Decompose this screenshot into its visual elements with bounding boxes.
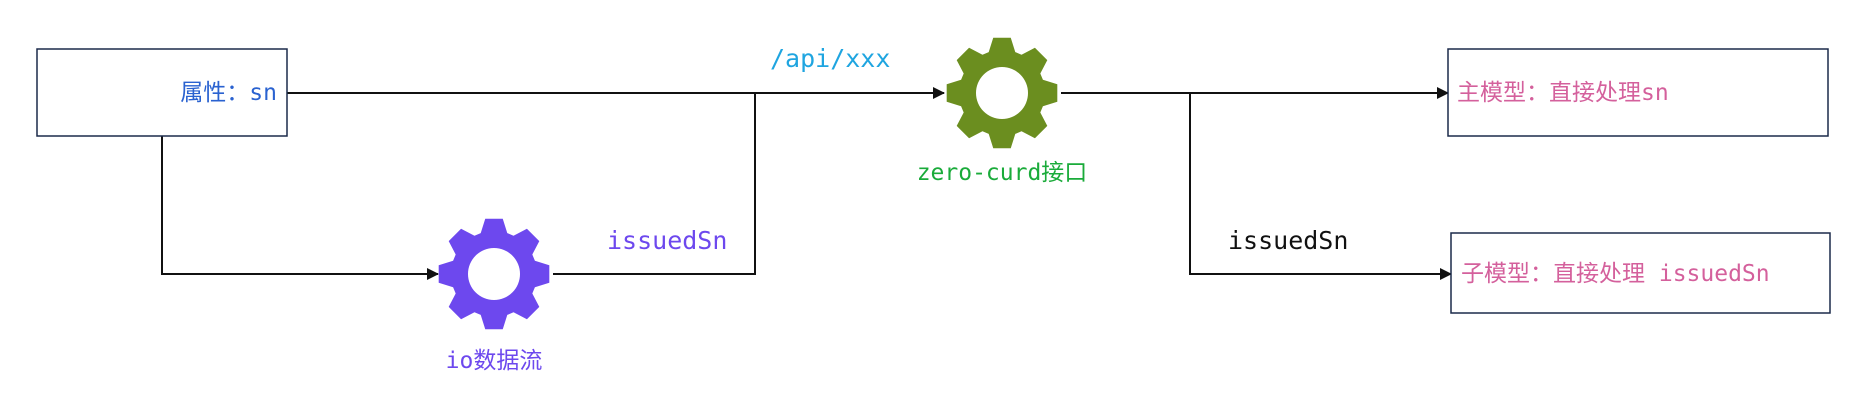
api-gear-node: zero-curd接口 (917, 37, 1088, 186)
io-gear-label: io数据流 (446, 348, 543, 374)
api-path-label: /api/xxx (770, 44, 890, 73)
gear-shape (946, 37, 1058, 149)
edge-io-to-api (553, 93, 756, 275)
gear-icon (946, 37, 1058, 149)
source-box (36, 48, 288, 137)
edge-api-to-sub-model (1189, 93, 1452, 280)
gear-shape (438, 218, 550, 330)
io-output-label: issuedSn (607, 226, 727, 255)
gear-icon (438, 218, 550, 330)
main-model-label: 主模型：直接处理sn (1457, 80, 1669, 106)
edge-source-to-io (161, 136, 439, 280)
sub-model-box (1450, 232, 1831, 314)
source-node: 属性：sn (36, 48, 288, 137)
connectors (161, 87, 1452, 280)
main-model-node: 主模型：直接处理sn (1447, 48, 1829, 137)
api-gear-label: zero-curd接口 (917, 160, 1088, 186)
main-model-box (1447, 48, 1829, 137)
sub-model-label: 子模型：直接处理 issuedSn (1461, 261, 1770, 287)
sub-branch-label: issuedSn (1228, 226, 1348, 255)
io-gear-node: io数据流 (438, 218, 550, 374)
source-label: 属性：sn (180, 80, 277, 106)
sub-model-node: 子模型：直接处理 issuedSn (1450, 232, 1831, 314)
